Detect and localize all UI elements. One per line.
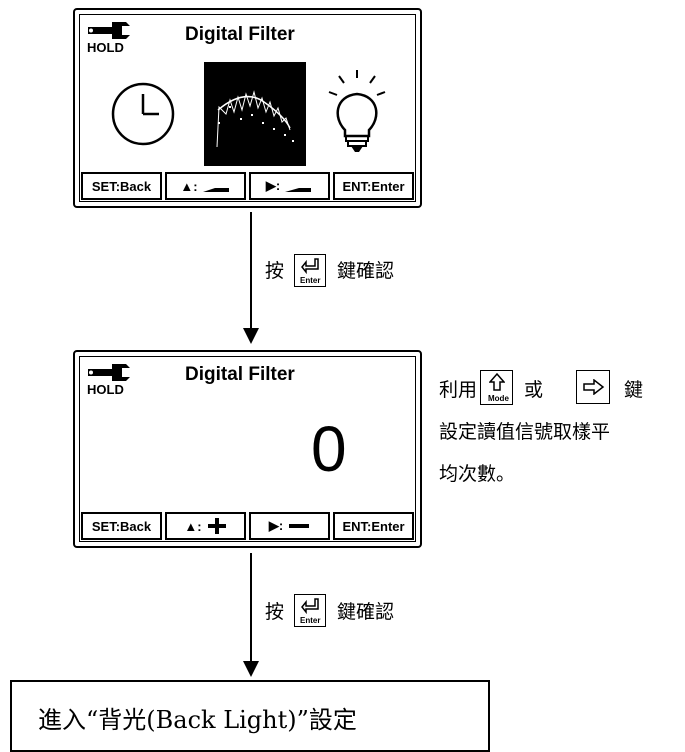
flow-arrow-1 — [250, 212, 252, 330]
up-arrow-icon — [489, 373, 505, 391]
ramp-up-icon — [202, 188, 229, 192]
hold-label: HOLD — [87, 40, 124, 55]
enter-key-label: Enter — [300, 276, 321, 285]
minus-icon — [289, 524, 310, 528]
screen-title: Digital Filter — [185, 24, 295, 45]
side-note-key-suffix: 鍵 — [624, 379, 644, 401]
enter-arrow-icon — [301, 598, 319, 614]
next-step-text: 進入“背光(Back Light)”設定 — [38, 706, 357, 734]
side-note-or: 或 — [524, 379, 544, 401]
softkey-bar: SET:Back ▲: ▶: ENT:Enter — [81, 172, 414, 200]
softkey-right-label: ▶: — [268, 518, 284, 533]
softkey-enter[interactable]: ENT:Enter — [333, 512, 414, 540]
right-arrow-icon — [583, 379, 605, 395]
wrench-icon — [88, 22, 130, 39]
enter-key-icon: Enter — [294, 594, 326, 627]
wrench-icon — [88, 364, 130, 381]
side-note-line2: 設定讀值信號取樣平 — [439, 421, 611, 443]
side-note-line3: 均次數。 — [439, 463, 516, 485]
screen-title: Digital Filter — [185, 364, 295, 385]
enter-arrow-icon — [301, 258, 319, 274]
softkey-right[interactable]: ▶: — [249, 512, 330, 540]
lcd-frame — [79, 356, 416, 542]
filter-value: 0 — [311, 413, 347, 485]
right-key-icon — [576, 370, 610, 404]
hold-label: HOLD — [87, 382, 124, 397]
step1-suffix: 鍵確認 — [337, 260, 395, 282]
step1-prefix: 按 — [265, 260, 285, 282]
softkey-right[interactable]: ▶: — [249, 172, 330, 200]
enter-key-label: Enter — [300, 616, 321, 625]
softkey-enter[interactable]: ENT:Enter — [333, 172, 414, 200]
softkey-back[interactable]: SET:Back — [81, 512, 162, 540]
arrow-head-1 — [243, 328, 259, 344]
mode-key-label: Mode — [488, 394, 509, 403]
clock-icon — [111, 82, 175, 146]
softkey-right-label: ▶: — [265, 178, 281, 193]
softkey-up[interactable]: ▲: — [165, 172, 246, 200]
softkey-up-label: ▲: — [180, 178, 198, 194]
digital-filter-icon[interactable] — [204, 62, 306, 166]
lcd-frame — [79, 14, 416, 202]
softkey-up[interactable]: ▲: — [165, 512, 246, 540]
lcd-screen-menu: HOLD Digital Filter SET:Back ▲: — [73, 8, 422, 208]
step2-prefix: 按 — [265, 601, 285, 623]
plus-icon — [207, 518, 226, 534]
step2-suffix: 鍵確認 — [337, 601, 395, 623]
lcd-screen-filter-setting: HOLD Digital Filter 0 SET:Back ▲: ▶: ENT… — [73, 350, 422, 548]
side-note-line1-prefix: 利用 — [439, 379, 478, 401]
mode-key-icon: Mode — [480, 370, 513, 405]
flow-arrow-2 — [250, 553, 252, 663]
arrow-head-2 — [243, 661, 259, 677]
ramp-down-icon — [285, 188, 312, 192]
enter-key-icon: Enter — [294, 254, 326, 287]
softkey-back[interactable]: SET:Back — [81, 172, 162, 200]
light-bulb-icon — [328, 70, 386, 152]
next-step-box: 進入“背光(Back Light)”設定 — [10, 680, 490, 752]
softkey-up-label: ▲: — [184, 518, 202, 534]
softkey-bar: SET:Back ▲: ▶: ENT:Enter — [81, 512, 414, 540]
